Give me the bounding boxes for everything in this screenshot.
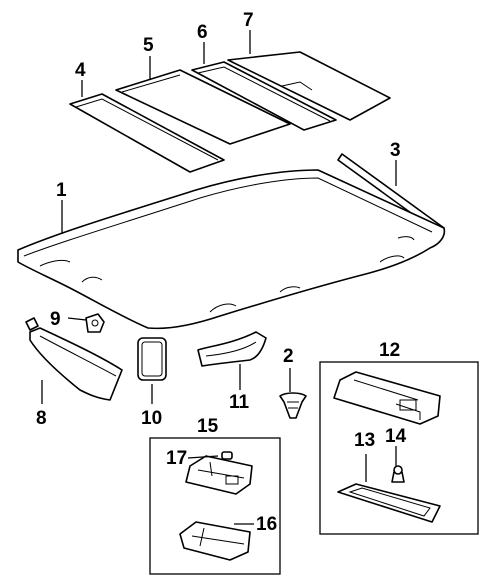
callout-6: 6 bbox=[197, 22, 208, 43]
dome-lamp-box-15 bbox=[149, 437, 281, 575]
callout-2: 2 bbox=[283, 346, 294, 367]
headliner-1 bbox=[17, 169, 446, 330]
callout-3: 3 bbox=[390, 140, 401, 161]
callout-12: 12 bbox=[379, 340, 400, 361]
callout-13: 13 bbox=[354, 430, 375, 451]
lamp-group-box-12 bbox=[319, 361, 479, 535]
roof-panel-5 bbox=[115, 69, 291, 145]
callout-1: 1 bbox=[56, 180, 67, 201]
bulb-14 bbox=[391, 465, 405, 483]
assist-grip-11 bbox=[197, 331, 267, 367]
callout-16: 16 bbox=[256, 514, 277, 535]
roof-panel-6 bbox=[191, 61, 337, 131]
callout-8: 8 bbox=[36, 408, 47, 429]
bulb-17 bbox=[221, 451, 233, 460]
dome-lamp-lens-16 bbox=[179, 521, 251, 561]
callout-10: 10 bbox=[141, 408, 162, 429]
callout-5: 5 bbox=[143, 35, 154, 56]
dome-lamp-housing bbox=[185, 455, 253, 495]
lens-10 bbox=[137, 337, 167, 381]
callout-11: 11 bbox=[229, 392, 250, 413]
leader-lines bbox=[41, 30, 397, 525]
map-lamp-housing bbox=[333, 371, 441, 425]
map-lamp-lens-13 bbox=[337, 483, 441, 523]
callout-7: 7 bbox=[243, 10, 254, 31]
callout-9: 9 bbox=[50, 309, 61, 330]
sun-visor-8 bbox=[25, 317, 123, 401]
roof-panel-4 bbox=[69, 93, 225, 173]
callout-4: 4 bbox=[75, 60, 86, 81]
callout-17: 17 bbox=[166, 448, 187, 469]
visor-holder-9 bbox=[85, 313, 105, 333]
callout-15: 15 bbox=[197, 416, 219, 437]
clip-2 bbox=[279, 392, 307, 419]
roof-panel-7 bbox=[227, 51, 391, 121]
callout-14: 14 bbox=[385, 426, 407, 447]
